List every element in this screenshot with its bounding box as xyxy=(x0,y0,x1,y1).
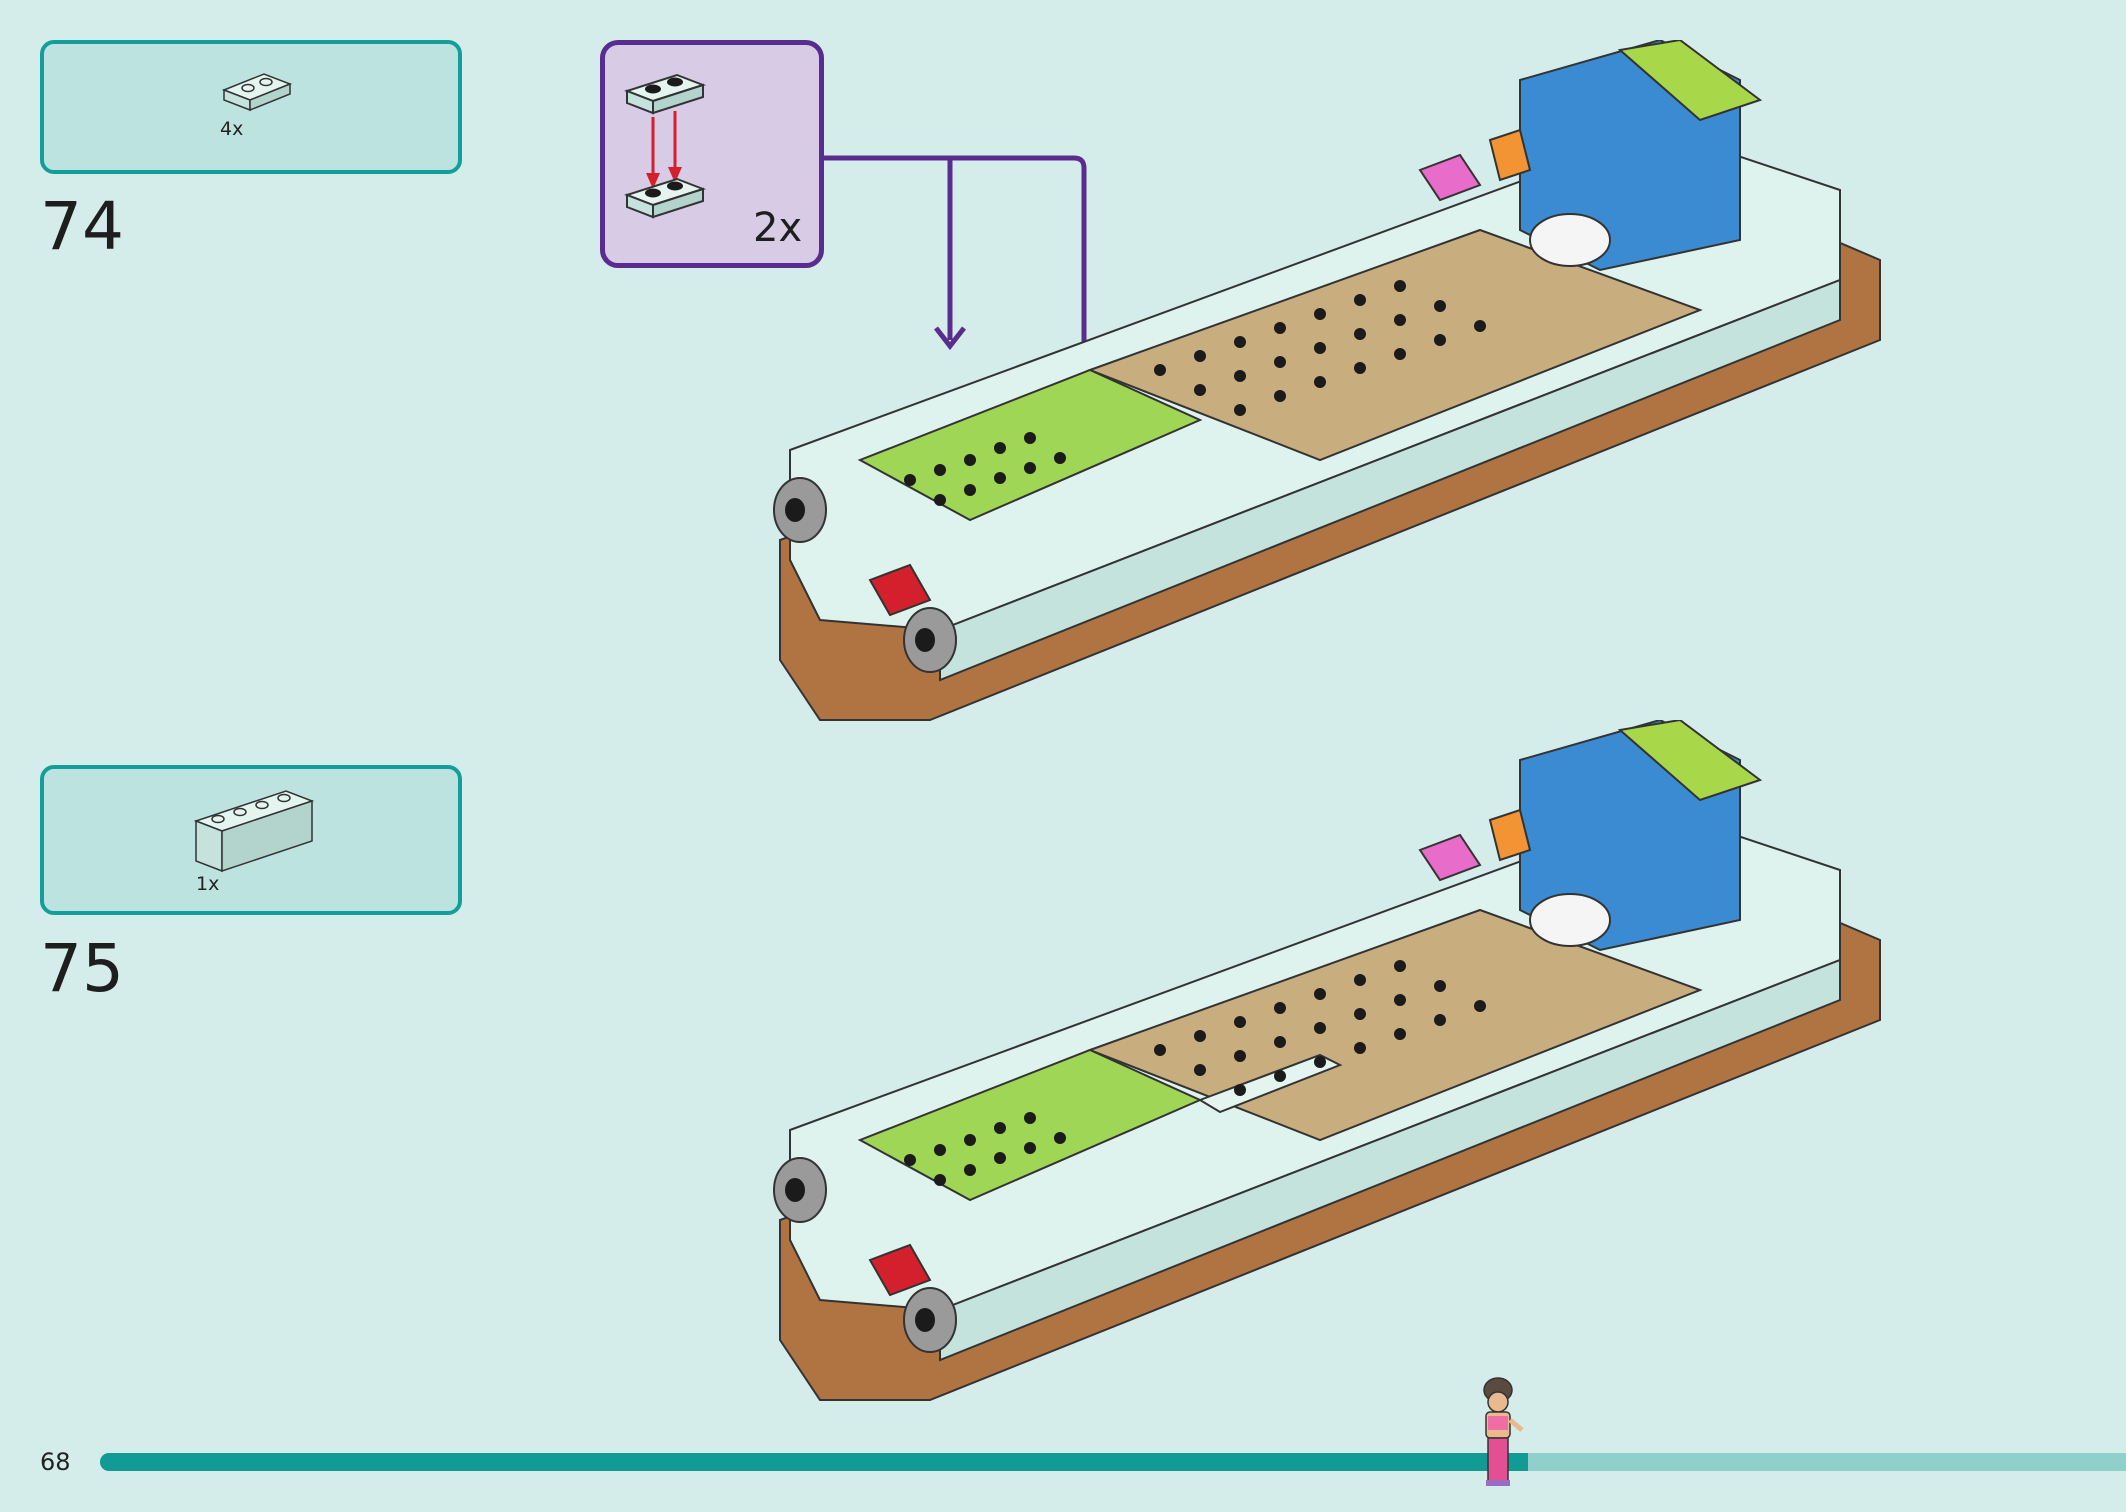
parts-quantity: 1x xyxy=(196,873,220,895)
progress-bar-fill xyxy=(100,1453,1529,1471)
page-number: 68 xyxy=(40,1448,71,1476)
brick-1x4-icon xyxy=(193,790,315,873)
parts-quantity: 4x xyxy=(220,118,244,140)
progress-bar xyxy=(100,1453,2126,1471)
plate-1x2-icon xyxy=(221,73,293,112)
parts-list-box-step-75: 1x xyxy=(40,765,462,915)
minifigure-icon xyxy=(1483,1377,1524,1486)
step-number: 75 xyxy=(40,930,124,1007)
vehicle-chassis-icon xyxy=(773,720,1881,1401)
step-number: 74 xyxy=(40,188,124,265)
vehicle-chassis-icon xyxy=(773,40,1881,721)
stack-plates-diagram xyxy=(623,73,707,219)
callout-quantity: 2x xyxy=(753,205,803,251)
model-illustration-step-75 xyxy=(773,720,1881,1401)
subassembly-callout: 2x xyxy=(600,40,824,268)
parts-list-box-step-74: 4x xyxy=(40,40,462,174)
red-arrow-icon xyxy=(646,111,682,189)
model-illustration-step-74 xyxy=(773,40,1881,721)
